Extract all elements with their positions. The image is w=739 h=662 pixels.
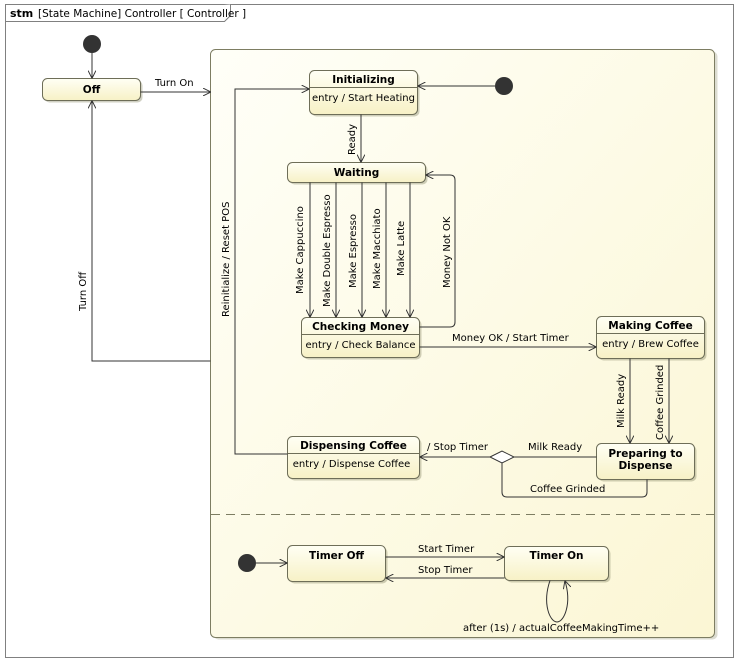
label-make-macchiato: Make Macchiato [372, 208, 383, 289]
label-start-timer: Start Timer [418, 544, 475, 555]
state-timer-off-name: Timer Off [309, 550, 365, 562]
state-preparing-name-line1: Preparing to [608, 448, 682, 460]
label-turn-on: Turn On [154, 78, 194, 89]
initial-node-top [83, 35, 101, 53]
edge-reinitialize [234, 89, 309, 455]
transition-labels: Turn On Turn Off Ready Reinitialize / Re… [78, 78, 666, 634]
label-money-not-ok: Money Not OK [442, 216, 453, 288]
edge-money-not-ok [419, 175, 456, 328]
state-waiting[interactable]: Waiting [287, 162, 428, 185]
label-make-double-espresso: Make Double Espresso [322, 194, 333, 307]
state-initializing[interactable]: Initializing entry / Start Heating [309, 70, 420, 117]
state-waiting-name: Waiting [334, 167, 380, 179]
state-making-coffee-entry: entry / Brew Coffee [602, 339, 699, 350]
state-dispensing-name: Dispensing Coffee [300, 440, 407, 452]
label-stop-timer: Stop Timer [418, 565, 473, 576]
label-reinitialize: Reinitialize / Reset POS [221, 202, 232, 317]
state-preparing-to-dispense[interactable]: Preparing to Dispense [596, 443, 697, 482]
label-make-espresso: Make Espresso [348, 214, 359, 288]
state-off[interactable]: Off [42, 78, 143, 103]
label-milk-ready-h: Milk Ready [528, 442, 582, 453]
edge-self-loop [546, 581, 568, 623]
label-money-ok: Money OK / Start Timer [452, 333, 570, 344]
edge-coffee-grinded-h [501, 463, 648, 498]
frame-title: [State Machine] Controller [ Controller … [38, 8, 246, 20]
edge-turn-off [92, 101, 211, 362]
label-stop-timer-dispense: / Stop Timer [427, 442, 489, 453]
label-milk-ready-v: Milk Ready [616, 374, 627, 428]
label-after-1s: after (1s) / actualCoffeeMakingTime++ [463, 623, 659, 634]
initial-node-timer [238, 554, 256, 572]
label-coffee-grinded-v: Coffee Grinded [655, 365, 666, 440]
label-coffee-grinded-h: Coffee Grinded [530, 484, 605, 495]
state-checking-money[interactable]: Checking Money entry / Check Balance [301, 317, 422, 360]
label-make-latte: Make Latte [396, 221, 407, 276]
state-off-name: Off [83, 84, 101, 96]
frame-kind: stm [10, 7, 33, 20]
state-timer-off[interactable]: Timer Off [287, 545, 388, 584]
label-ready: Ready [347, 124, 358, 155]
state-timer-on-name: Timer On [529, 550, 583, 562]
state-checking-money-entry: entry / Check Balance [306, 340, 416, 351]
state-initializing-name: Initializing [332, 74, 395, 86]
transitions [92, 53, 669, 623]
state-dispensing-coffee[interactable]: Dispensing Coffee entry / Dispense Coffe… [287, 436, 422, 481]
state-initializing-entry: entry / Start Heating [312, 93, 415, 104]
state-timer-on[interactable]: Timer On [504, 546, 611, 583]
state-making-coffee-name: Making Coffee [608, 320, 692, 332]
label-turn-off: Turn Off [78, 271, 89, 312]
initial-node-initializing [495, 77, 513, 95]
state-preparing-name-line2: Dispense [618, 460, 672, 472]
label-make-cappuccino: Make Cappuccino [295, 206, 306, 294]
state-dispensing-entry: entry / Dispense Coffee [293, 459, 411, 470]
state-checking-money-name: Checking Money [312, 321, 409, 333]
state-making-coffee[interactable]: Making Coffee entry / Brew Coffee [596, 316, 707, 361]
